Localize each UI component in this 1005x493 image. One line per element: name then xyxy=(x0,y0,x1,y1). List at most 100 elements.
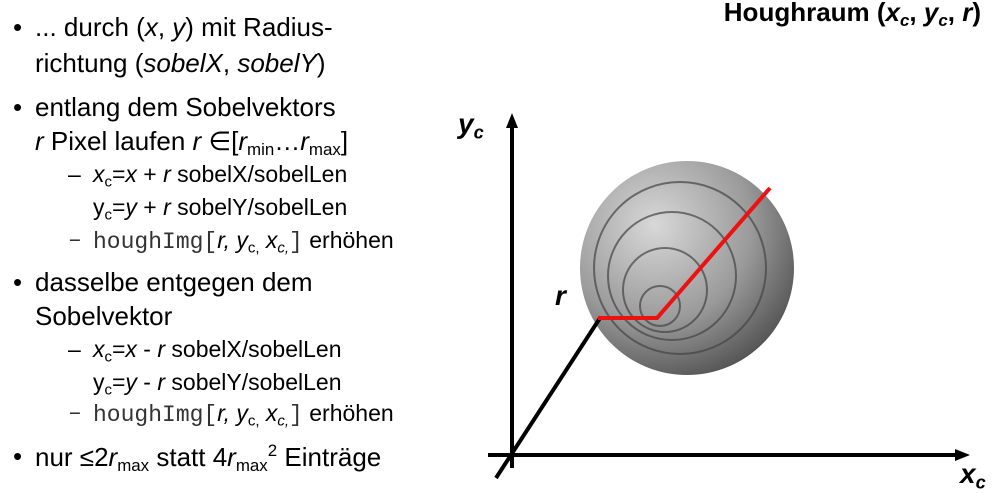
bullet-line: –houghImg[r, yc, xc,] erhöhen xyxy=(68,400,394,430)
text-segment: ) xyxy=(316,48,326,78)
text-segment: - xyxy=(136,369,158,395)
bullet-line: –houghImg[r, yc, xc,] erhöhen xyxy=(68,227,394,257)
text-segment: richtung ( xyxy=(35,48,144,78)
bullet-line: • dasselbe entgegen dem xyxy=(13,267,313,297)
bullet-line: r Pixel laufen r ∈[rmin…rmax] xyxy=(35,128,348,159)
text-segment: r xyxy=(157,336,166,362)
x-axis-arrow xyxy=(955,449,970,461)
text-segment: sobelY xyxy=(237,48,317,78)
text-segment: ] xyxy=(289,229,303,255)
text-segment: r xyxy=(238,126,247,156)
bullet-marker: • xyxy=(13,267,23,297)
text-segment: sobelX/sobelLen xyxy=(170,161,348,187)
text-segment: r, y xyxy=(217,227,248,253)
text-segment: r xyxy=(163,161,171,187)
text-segment: x xyxy=(259,227,278,253)
text-segment: + xyxy=(136,194,164,220)
text-segment: , xyxy=(947,0,963,27)
text-segment: c, xyxy=(247,239,260,257)
bullet-line: yc=y - r sobelY/sobelLen xyxy=(93,371,342,398)
text-segment: - xyxy=(136,336,158,362)
text-segment: = xyxy=(111,336,126,362)
dash-marker: – xyxy=(68,227,82,253)
text-segment: c xyxy=(104,206,112,224)
y-axis-label: yc xyxy=(458,108,484,143)
text-segment: ) xyxy=(972,0,981,27)
text-segment: c, xyxy=(277,412,290,430)
text-segment: r, y xyxy=(217,400,248,426)
bullet-line: –xc=x + r sobelX/sobelLen xyxy=(68,161,348,190)
bullet-line: Sobelvektor xyxy=(35,303,172,329)
bullet-line: –xc=x - r sobelX/sobelLen xyxy=(68,336,342,366)
dash-marker: – xyxy=(68,336,81,362)
text-segment: sobelX xyxy=(143,48,223,78)
text-segment: max xyxy=(235,456,268,476)
slide-title: Houghraum (xc, yc, r) xyxy=(724,0,981,31)
text-segment: ∈[ xyxy=(201,126,239,156)
text-segment: houghImg[ xyxy=(93,402,218,428)
x-axis-label: xc xyxy=(960,458,986,493)
text-segment: max xyxy=(117,456,150,476)
text-segment: c xyxy=(104,348,112,366)
text-segment: ... durch ( xyxy=(35,12,145,42)
text-segment: r xyxy=(962,0,973,27)
bullet-line: richtung (sobelX, sobelY) xyxy=(35,50,326,76)
text-segment: sobelX/sobelLen xyxy=(165,336,342,362)
text-segment: Einträge xyxy=(277,442,382,473)
text-segment: x xyxy=(259,400,278,426)
text-segment: = xyxy=(111,194,126,220)
text-segment: entlang dem Sobelvektors xyxy=(35,92,336,122)
text-segment: c, xyxy=(247,412,260,430)
text-segment: = xyxy=(111,161,126,187)
bullet-marker: • xyxy=(13,12,23,42)
text-segment: r xyxy=(35,126,44,156)
text-segment: r xyxy=(163,194,171,220)
text-segment: y xyxy=(923,0,939,27)
text-segment: x xyxy=(93,336,105,362)
text-segment: ] xyxy=(289,402,303,428)
text-segment: x xyxy=(125,336,137,362)
text-segment: r xyxy=(192,126,202,156)
text-segment: x xyxy=(885,0,901,27)
text-segment: nur ≤2 xyxy=(35,442,109,473)
text-segment: r xyxy=(227,442,236,473)
bullet-line: •... durch (x, y) mit Radius- xyxy=(13,12,333,42)
bullet-line: yc=y + r sobelY/sobelLen xyxy=(93,196,347,223)
text-segment: 2 xyxy=(267,441,278,460)
text-segment: dasselbe entgegen dem xyxy=(35,267,313,297)
text-segment: houghImg[ xyxy=(93,229,218,255)
text-segment: sobelY/sobelLen xyxy=(170,194,348,220)
radius-label: r xyxy=(555,280,566,311)
bullet-line: •nur ≤2rmax statt 4rmax2 Einträge xyxy=(13,441,382,476)
text-segment: statt 4 xyxy=(149,442,228,473)
text-segment: , xyxy=(222,48,238,78)
text-segment: x xyxy=(144,12,158,42)
text-segment: erhöhen xyxy=(302,400,394,426)
text-segment: Houghraum ( xyxy=(723,0,886,27)
text-segment: erhöhen xyxy=(302,227,394,253)
text-segment: sobelY/sobelLen xyxy=(165,369,342,395)
bullet-line: • entlang dem Sobelvektors xyxy=(13,92,336,122)
text-segment: c xyxy=(104,381,112,399)
concentric-rings xyxy=(593,181,767,355)
text-segment: max xyxy=(308,140,341,160)
bullet-marker: • xyxy=(13,92,23,122)
radius-line xyxy=(598,186,772,320)
bullet-marker: • xyxy=(13,441,23,471)
y-axis-arrow xyxy=(506,113,518,128)
dash-marker: – xyxy=(68,400,82,426)
text-segment: y xyxy=(125,369,137,395)
text-segment: , xyxy=(909,0,924,27)
text-segment: r xyxy=(157,369,166,395)
text-segment: x xyxy=(93,161,105,187)
hough-sphere xyxy=(580,161,794,375)
text-segment: … xyxy=(274,126,301,156)
text-segment: ) mit Radius- xyxy=(185,12,333,42)
text-segment: = xyxy=(111,369,126,395)
text-segment: r xyxy=(300,126,309,156)
text-segment: y xyxy=(172,12,186,42)
text-segment: y xyxy=(93,369,105,395)
text-segment: r xyxy=(108,442,118,473)
text-segment: ] xyxy=(340,126,349,156)
